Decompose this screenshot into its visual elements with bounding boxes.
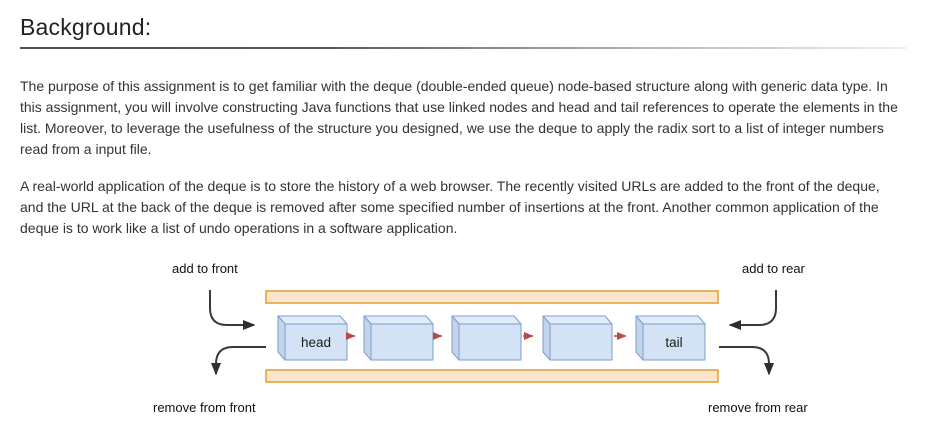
flow-arrows — [209, 290, 777, 376]
add-to-rear-arrow — [728, 290, 777, 330]
page-title: Background: — [20, 14, 152, 40]
deque-node — [363, 315, 434, 361]
paragraph-application: A real-world application of the deque is… — [20, 178, 880, 236]
deque-node — [451, 315, 522, 361]
paragraph-purpose: The purpose of this assignment is to get… — [20, 78, 898, 157]
remove-from-rear-arrow — [719, 346, 774, 376]
remove-from-front-arrow — [211, 346, 266, 376]
heading-divider — [20, 47, 906, 49]
deque-node-tail — [635, 315, 706, 361]
label-remove-from-front: remove from front — [153, 400, 256, 415]
head-node-label: head — [301, 335, 331, 350]
assignment-page: Background: The purpose of this assignme… — [0, 14, 926, 446]
top-rail — [265, 290, 719, 304]
label-remove-from-rear: remove from rear — [708, 400, 808, 415]
bottom-rail — [265, 369, 719, 383]
deque-node-head — [277, 315, 348, 361]
deque-diagram: add to front add to rear remove from fro… — [20, 252, 906, 446]
tail-node-label: tail — [665, 335, 682, 350]
deque-nodes — [277, 315, 706, 361]
add-to-front-arrow — [209, 290, 256, 330]
deque-diagram-svg: add to front add to rear remove from fro… — [153, 261, 808, 415]
label-add-to-front: add to front — [172, 261, 238, 276]
deque-node — [542, 315, 613, 361]
label-add-to-rear: add to rear — [742, 261, 806, 276]
